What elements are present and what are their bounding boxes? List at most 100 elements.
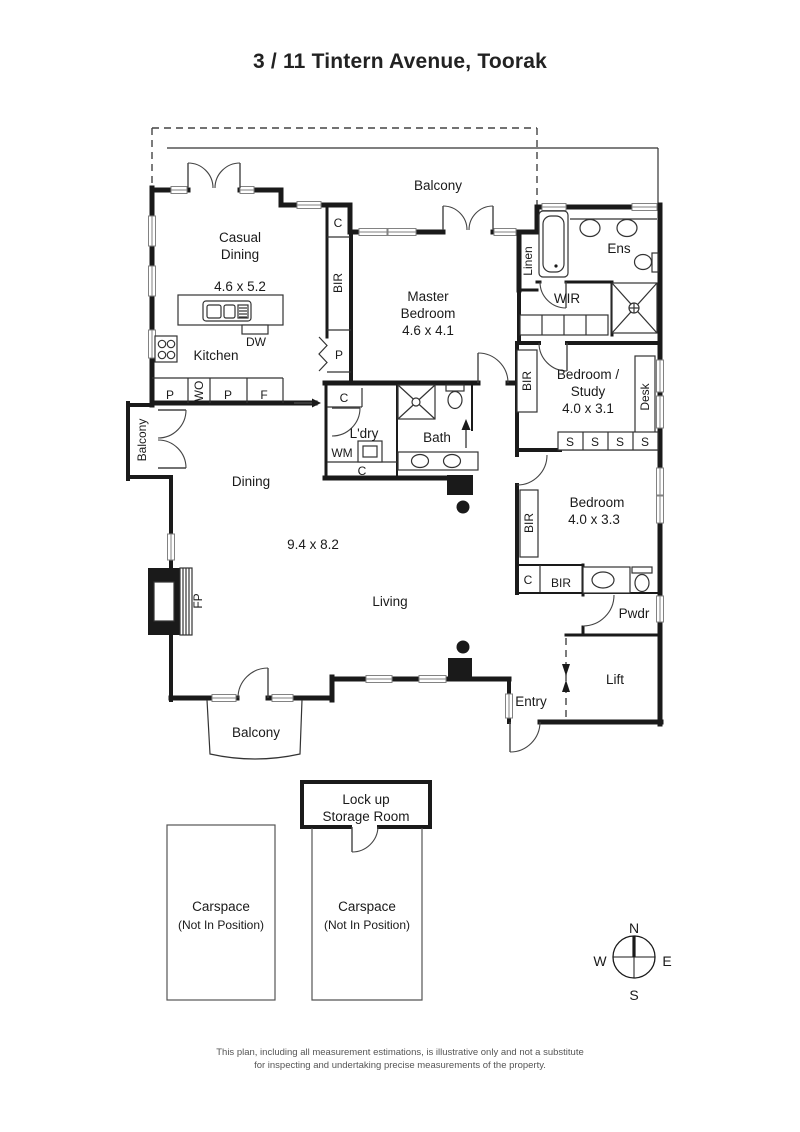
label-balcony-top: Balcony (414, 178, 462, 193)
label-master-bedroom: Bedroom (401, 306, 456, 321)
door-bedroom (516, 454, 548, 486)
label-fridge: F (260, 388, 267, 402)
washing-machine (357, 440, 383, 463)
window (631, 203, 658, 211)
ensuite-vanity (570, 218, 657, 238)
label-bedroom-dims: 4.0 x 3.3 (568, 512, 620, 527)
window (148, 265, 156, 297)
bath-shower (397, 384, 436, 420)
label-balcony-left: Balcony (135, 419, 149, 462)
label-desk: Desk (638, 382, 652, 410)
compass: N E S W (593, 920, 671, 1003)
window (656, 595, 664, 623)
shelves (557, 431, 659, 451)
window (167, 533, 175, 561)
label-storage: Storage Room (322, 809, 409, 824)
label-bir: BIR (522, 513, 536, 533)
storage-room-walls (300, 780, 432, 829)
label-shelf: S (641, 435, 649, 449)
label-carspace-left: Carspace (192, 899, 250, 914)
label-storage: Lock up (342, 792, 389, 807)
bathtub (538, 210, 569, 278)
double-door-master-balcony (442, 205, 494, 231)
window (541, 203, 567, 211)
label-wir: WIR (554, 291, 580, 306)
label-cupboard: C (358, 464, 367, 478)
label-bedroom: Bedroom (570, 495, 625, 510)
label-lift: Lift (606, 672, 624, 687)
column-dot (456, 640, 470, 654)
label-kitchen: Kitchen (193, 348, 238, 363)
label-study: Bedroom / (557, 367, 620, 382)
label-study: Study (571, 384, 606, 399)
label-dining: Dining (232, 474, 270, 489)
label-pantry: P (166, 388, 174, 402)
label-bir: BIR (520, 371, 534, 391)
bedroom-robe (519, 489, 539, 558)
window (656, 395, 664, 429)
label-carspace-right-note: (Not In Position) (324, 918, 410, 932)
window (239, 186, 255, 194)
bifold-door-pantry (318, 336, 328, 372)
compass-east: E (662, 953, 671, 969)
dishwasher (241, 324, 269, 335)
column (447, 475, 473, 495)
window (656, 359, 664, 393)
door-bottom-balcony (237, 667, 269, 699)
column-dot (456, 500, 470, 514)
label-laundry: L'dry (350, 426, 379, 441)
wir-robes (519, 314, 609, 336)
label-pantry: P (335, 348, 343, 362)
label-bir: BIR (331, 273, 345, 293)
carspace-right-outline (311, 828, 423, 1001)
window (387, 228, 417, 236)
label-fireplace: FP (191, 593, 205, 608)
disclaimer-line-1: This plan, including all measurement est… (216, 1047, 584, 1058)
label-master-dims: 4.6 x 4.1 (402, 323, 454, 338)
column (448, 658, 472, 678)
label-dishwasher: DW (246, 335, 267, 349)
label-shelf: S (591, 435, 599, 449)
label-powder: Pwdr (619, 606, 650, 621)
door-powder (582, 594, 615, 627)
bottom-balcony-outline (206, 699, 303, 760)
labels: Balcony Casual Dining 4.6 x 5.2 Kitchen … (135, 178, 652, 932)
label-cupboard: C (524, 573, 533, 587)
label-ensuite: Ens (607, 241, 631, 256)
label-living-dims: 9.4 x 8.2 (287, 537, 339, 552)
label-balcony-bottom: Balcony (232, 725, 280, 740)
bath-vanity (397, 451, 479, 471)
window (170, 186, 188, 194)
label-wall-oven: WO (192, 381, 206, 402)
label-casual-dining-dims: 4.6 x 5.2 (214, 279, 266, 294)
label-casual-dining: Casual (219, 230, 261, 245)
double-door-left-balcony (157, 409, 187, 469)
storage-carspaces (166, 780, 432, 1001)
corridor-arrow-east (294, 398, 321, 408)
page-title: 3 / 11 Tintern Avenue, Toorak (252, 50, 548, 73)
label-carspace-left-note: (Not In Position) (178, 918, 264, 932)
double-door-casual-dining (187, 162, 241, 189)
door-laundry (331, 407, 361, 437)
label-wm: WM (331, 446, 352, 460)
ensuite-toilet (633, 252, 659, 273)
door-entry (509, 721, 541, 753)
label-shelf: S (616, 435, 624, 449)
window (505, 693, 513, 719)
doors (157, 162, 615, 753)
bath-arrow-north (461, 419, 471, 448)
window (148, 215, 156, 247)
door-study (538, 342, 568, 372)
window (493, 228, 517, 236)
label-pantry: P (224, 388, 232, 402)
ensuite-shower (611, 282, 658, 334)
bath-toilet (445, 384, 465, 410)
door-master (477, 352, 509, 384)
powder-vanity (582, 566, 631, 594)
window (656, 495, 664, 524)
study-robe (516, 349, 538, 413)
label-shelf: S (566, 435, 574, 449)
label-study-dims: 4.0 x 3.1 (562, 401, 614, 416)
